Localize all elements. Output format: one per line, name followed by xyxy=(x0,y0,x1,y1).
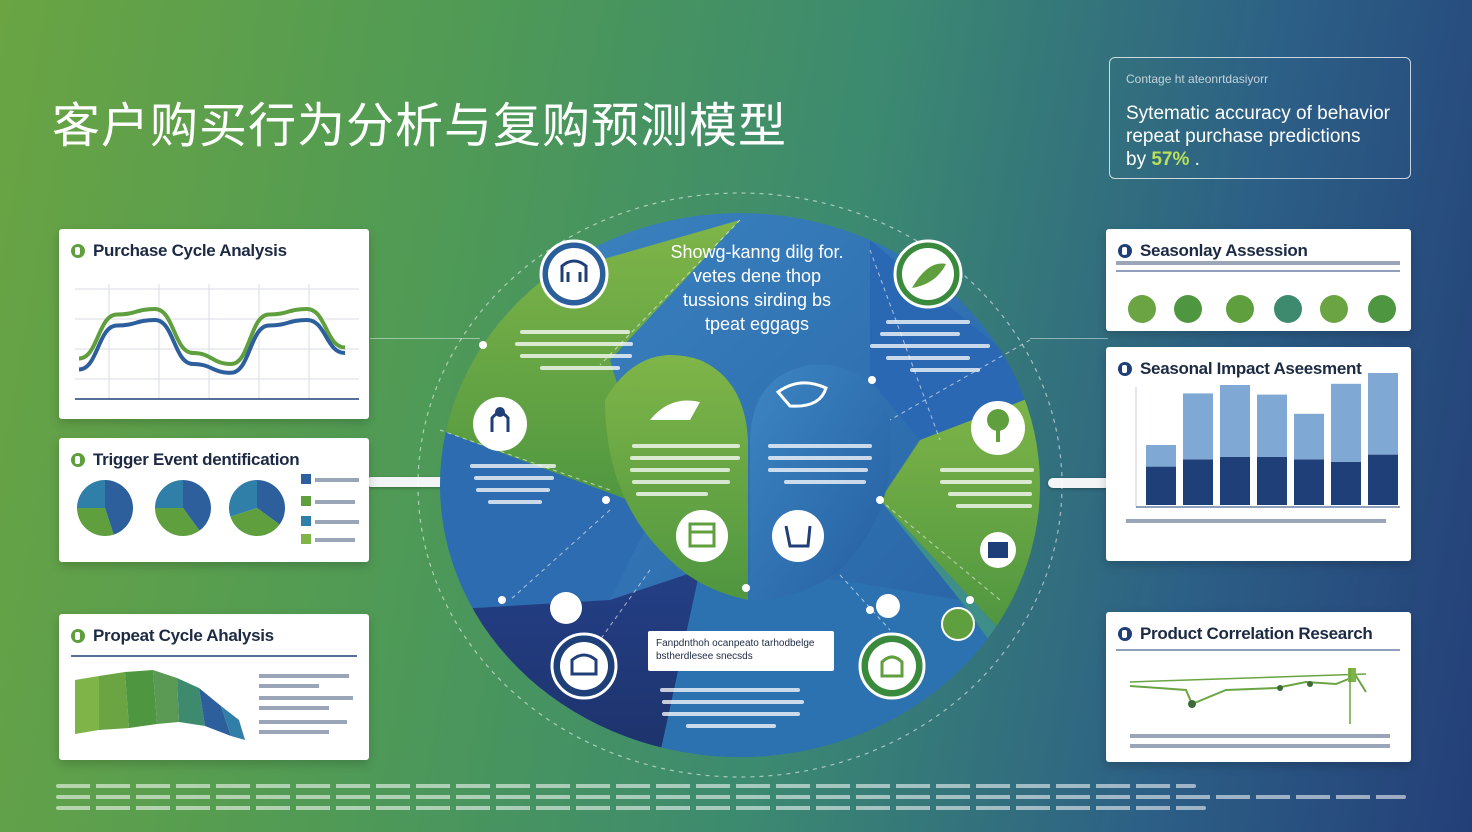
pie-slice xyxy=(155,480,183,508)
card-icon xyxy=(1118,244,1132,258)
bar-lower xyxy=(1331,461,1361,505)
bar-upper xyxy=(1294,413,1324,460)
bar-upper xyxy=(1331,383,1361,462)
plant-icon xyxy=(893,239,963,309)
purchase-cycle-chart xyxy=(75,284,359,400)
store-icon xyxy=(676,510,728,562)
trigger-event-card[interactable]: Trigger Event dentification xyxy=(59,438,369,562)
growth-icon xyxy=(858,632,926,700)
callout-by: by xyxy=(1126,149,1147,170)
callout-caption: Contage ht ateonrtdasiyorr xyxy=(1126,72,1269,86)
seasonal-impact-card[interactable]: Seasonal Impact Aseesment xyxy=(1106,347,1411,561)
bar-upper xyxy=(1183,393,1213,460)
bar-lower xyxy=(1146,466,1176,505)
product-correlation-card[interactable]: Product Correlation Research xyxy=(1106,612,1411,762)
connector-left xyxy=(366,477,454,487)
bar-upper xyxy=(1257,394,1287,457)
seasonlay-card[interactable]: Seasonlay Assession xyxy=(1106,229,1411,331)
pie-slice xyxy=(105,480,133,535)
bar-lower xyxy=(1183,459,1213,505)
pie-slice xyxy=(77,508,114,536)
callout-value: 57% xyxy=(1151,149,1190,170)
bar-upper xyxy=(1220,385,1250,457)
card-icon xyxy=(1118,362,1132,376)
accuracy-callout: Contage ht ateonrtdasiyorr Sytematic acc… xyxy=(1109,57,1411,179)
card-icon xyxy=(71,244,85,258)
people-icon xyxy=(539,239,609,309)
propeat-cycle-chart xyxy=(71,655,357,740)
bar-upper xyxy=(1368,373,1398,455)
central-info-box: Fanpdnthoh ocanpeato tarhodbelge bstherd… xyxy=(648,631,834,671)
pie-slice xyxy=(257,480,285,525)
speech-bubble-icon xyxy=(775,381,828,408)
callout-line-1: Sytematic accuracy of behavior xyxy=(1126,103,1391,124)
product-correlation-chart xyxy=(1116,649,1400,748)
pie-slice xyxy=(229,480,257,517)
bar-lower xyxy=(1294,459,1324,505)
connector-line-left xyxy=(370,338,480,339)
legend-swatch-2 xyxy=(301,496,311,506)
chat-icon-right xyxy=(876,594,900,618)
card-icon xyxy=(1118,627,1132,641)
seasonlay-circles xyxy=(1116,261,1400,323)
cart-icon xyxy=(772,510,824,562)
card-icon xyxy=(71,629,85,643)
gift-icon xyxy=(980,532,1016,568)
tree-icon xyxy=(971,401,1025,455)
page-title: 客户购买行为分析与复购预测模型 xyxy=(52,100,788,153)
bar-lower xyxy=(1220,457,1250,505)
footer-notes xyxy=(56,784,1416,817)
bar-lower xyxy=(1368,454,1398,505)
legend-swatch-3 xyxy=(301,516,311,526)
card-title: Trigger Event dentification xyxy=(93,450,300,469)
legend-swatch-4 xyxy=(301,534,311,544)
building-icon xyxy=(550,632,618,700)
central-diagram xyxy=(417,192,1063,778)
center-description: Showg-kanng dilg for. vetes dene thop tu… xyxy=(670,242,844,334)
card-title: Seasonlay Assession xyxy=(1140,241,1308,260)
bar-upper xyxy=(1146,445,1176,467)
pie-slice xyxy=(183,480,212,531)
seasonal-impact-chart xyxy=(1126,373,1400,523)
callout-suffix: . xyxy=(1194,149,1200,170)
card-title: Purchase Cycle Analysis xyxy=(93,241,287,260)
person-icon xyxy=(473,397,527,451)
card-title: Propeat Cycle Ahalysis xyxy=(93,626,274,645)
card-title: Product Correlation Research xyxy=(1140,624,1373,643)
card-title: Seasonal Impact Aseesment xyxy=(1140,359,1362,378)
purchase-cycle-card[interactable]: Purchase Cycle Analysis xyxy=(59,229,369,419)
callout-line-2: repeat purchase predictions xyxy=(1126,126,1361,147)
trigger-event-pies xyxy=(77,474,359,544)
card-icon xyxy=(71,453,85,467)
chat-icon-left xyxy=(550,592,582,624)
connector-line-right xyxy=(1030,338,1108,339)
propeat-cycle-card[interactable]: Propeat Cycle Ahalysis xyxy=(59,614,369,760)
bar-lower xyxy=(1257,457,1287,505)
legend-swatch-1 xyxy=(301,474,311,484)
leaf-small-icon xyxy=(941,607,975,641)
pie-slice xyxy=(230,508,280,536)
outer-dashed-ring xyxy=(417,192,1063,778)
line-series-2 xyxy=(78,317,346,375)
line-series-1 xyxy=(78,306,346,367)
pie-slice xyxy=(77,480,105,508)
connector-right xyxy=(1048,478,1110,488)
handshake-icon xyxy=(650,400,700,420)
wedge-right xyxy=(880,390,1040,630)
wedge-left xyxy=(440,430,655,610)
pie-slice xyxy=(155,508,200,536)
